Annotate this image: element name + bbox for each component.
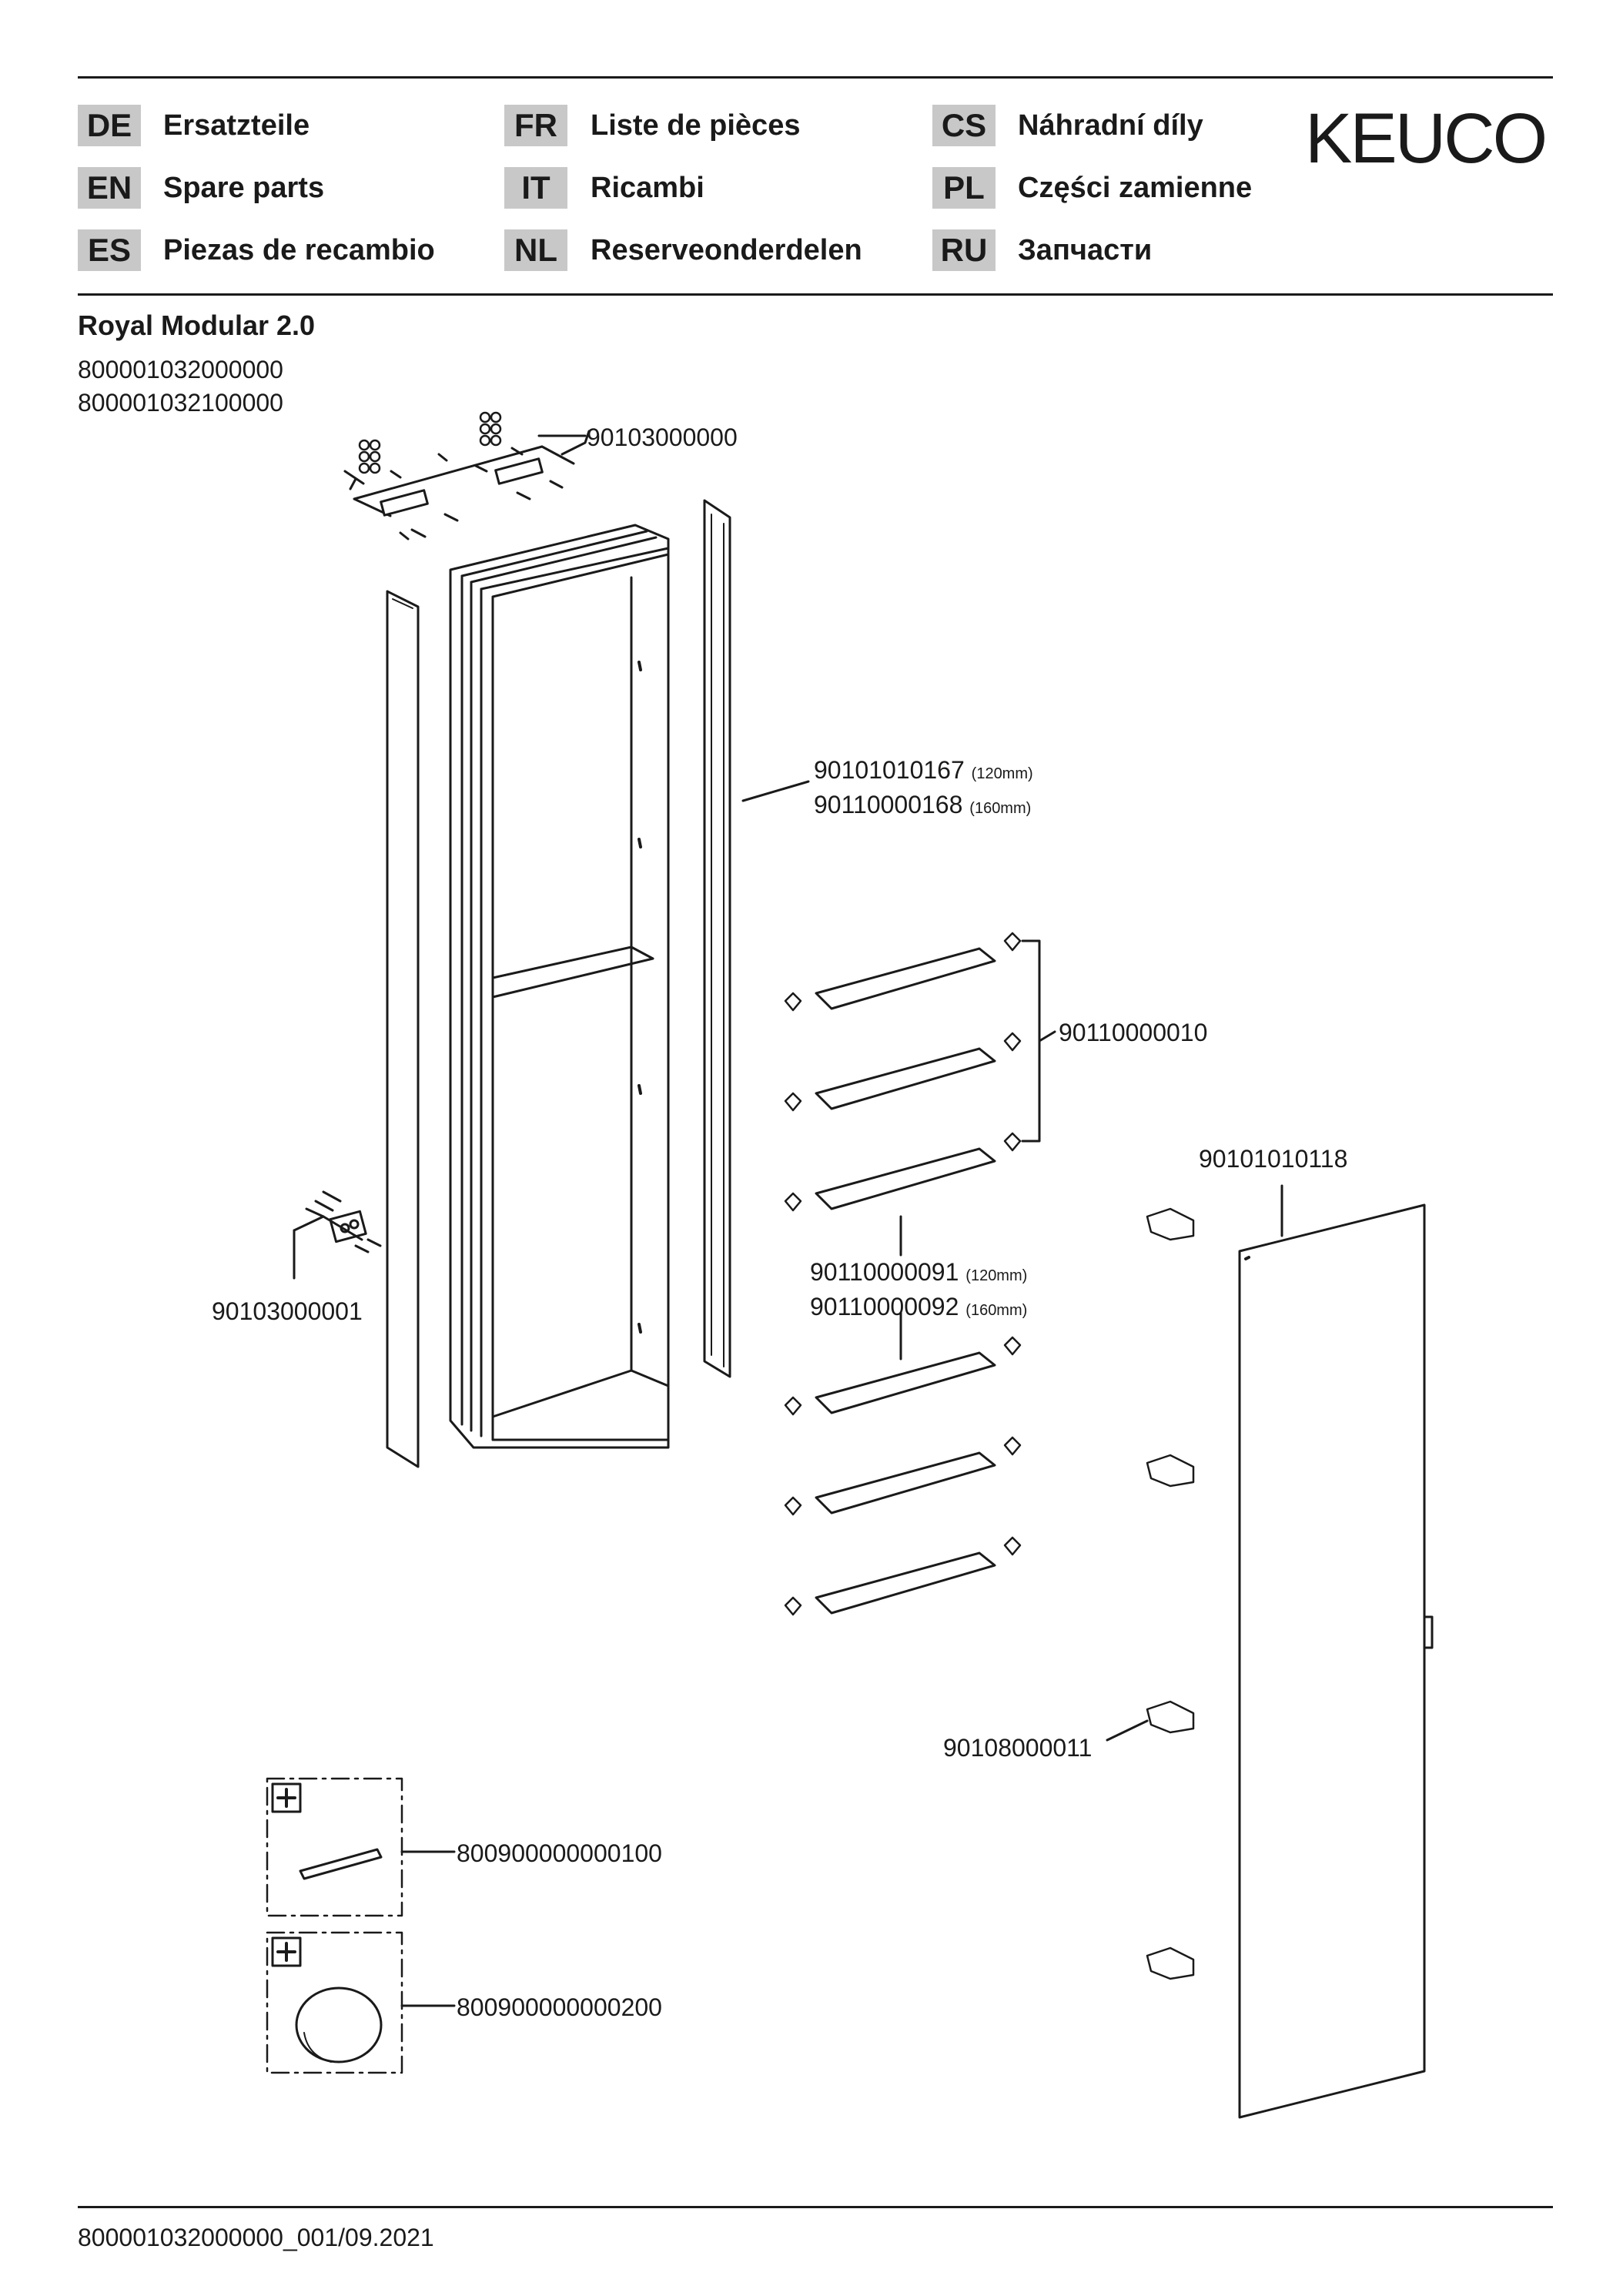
article-number: 800001032100000 xyxy=(78,389,283,417)
keuco-logo: KEUCO xyxy=(1305,99,1548,178)
leader-line xyxy=(1106,1719,1149,1742)
leader-line xyxy=(741,780,810,802)
lang-code-es: ES xyxy=(78,229,141,271)
side-profile-strip xyxy=(703,499,731,1378)
product-title: Royal Modular 2.0 xyxy=(78,310,316,341)
accessory-box-mirror xyxy=(266,1931,403,2074)
mirror-door xyxy=(1238,1203,1426,2119)
lang-label-it: Ricambi xyxy=(591,172,704,204)
mounting-set-side xyxy=(293,1190,382,1253)
footer-rule xyxy=(78,2206,1553,2208)
lang-label-de: Ersatzteile xyxy=(163,109,310,142)
glass-shelf-part-1: 90110000091 xyxy=(810,1258,959,1286)
lang-code-pl: PL xyxy=(932,167,996,209)
glass-shelves xyxy=(815,947,996,1615)
callout-glass-shelf: 90110000091 (120mm) 90110000092 (160mm) xyxy=(810,1257,1027,1326)
cabinet-body xyxy=(449,524,670,1449)
callout-hinge: 90108000011 xyxy=(943,1734,1093,1762)
document-id: 800001032000000_001/09.2021 xyxy=(78,2224,434,2251)
mounting-set-top xyxy=(343,411,591,541)
lang-code-ru: RU xyxy=(932,229,996,271)
lang-label-pl: Części zamienne xyxy=(1018,172,1253,204)
lang-label-es: Piezas de recambio xyxy=(163,234,435,266)
article-number: 800001032000000 xyxy=(78,356,283,383)
left-glass-panel xyxy=(386,590,420,1468)
callout-door: 90101010118 xyxy=(1199,1145,1348,1173)
glass-shelf-part-2: 90110000092 xyxy=(810,1293,959,1320)
shelf-holder-clips xyxy=(784,932,1022,1616)
glass-shelf-size-2: (160mm) xyxy=(965,1302,1028,1319)
lang-label-cs: Náhradní díly xyxy=(1018,109,1203,142)
lang-code-fr: FR xyxy=(504,105,567,146)
lang-code-en: EN xyxy=(78,167,141,209)
side-profile-part-1: 90101010167 xyxy=(814,756,965,784)
lang-code-de: DE xyxy=(78,105,141,146)
lang-code-it: IT xyxy=(504,167,567,209)
lang-label-en: Spare parts xyxy=(163,172,325,204)
side-profile-size-1: (120mm) xyxy=(971,765,1033,782)
lang-label-ru: Запчасти xyxy=(1018,234,1153,266)
glass-shelf-size-1: (120mm) xyxy=(965,1267,1028,1284)
lang-label-fr: Liste de pièces xyxy=(591,109,801,142)
lang-code-nl: NL xyxy=(504,229,567,271)
header-bottom-rule xyxy=(78,293,1553,296)
header-top-rule xyxy=(78,76,1553,79)
accessory-box-bar xyxy=(266,1777,403,1917)
side-profile-size-2: (160mm) xyxy=(969,800,1032,817)
callout-side-profile: 90101010167 (120mm) 90110000168 (160mm) xyxy=(814,755,1033,824)
callout-accessory-bar: 800900000000100 xyxy=(457,1839,662,1867)
lang-code-cs: CS xyxy=(932,105,996,146)
callout-mounting-set-top: 90103000000 xyxy=(587,423,738,451)
callout-accessory-mirror: 800900000000200 xyxy=(457,1993,662,2021)
callout-shelf-holders: 90110000010 xyxy=(1059,1019,1208,1046)
side-profile-part-2: 90110000168 xyxy=(814,791,963,818)
lang-label-nl: Reserveonderdelen xyxy=(591,234,862,266)
door-hinges xyxy=(1146,1207,1195,1980)
callout-mounting-set-side: 90103000001 xyxy=(212,1297,363,1325)
